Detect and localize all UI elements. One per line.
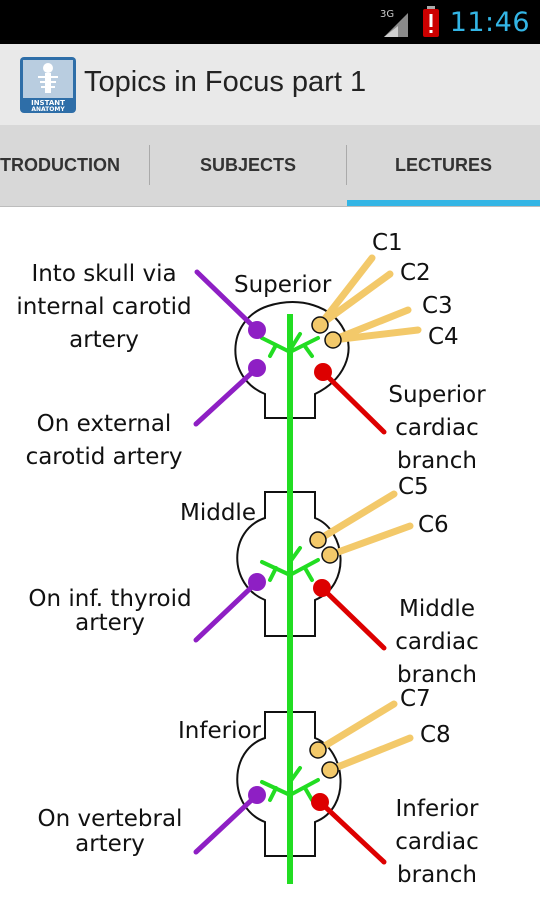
rami-nodes: [309, 316, 342, 779]
tab-bar: TRODUCTION SUBJECTS LECTURES: [0, 125, 540, 207]
label-superior-ganglion: Superior: [234, 272, 332, 298]
label-inf-thyroid-1: On inf. thyroid: [28, 586, 191, 612]
label-external-carotid-1: On external: [37, 411, 172, 437]
label-inf-thyroid-2: artery: [75, 610, 145, 636]
clock: 11:46: [449, 6, 530, 38]
label-inferior-ganglion: Inferior: [178, 718, 262, 744]
label-c3: C3: [422, 293, 453, 319]
app-icon-label-1: INSTANT: [31, 99, 65, 107]
label-middle-cardiac-3: branch: [397, 662, 477, 688]
label-superior-cardiac-1: Superior: [388, 382, 486, 408]
label-inferior-cardiac-1: Inferior: [396, 796, 480, 822]
label-c2: C2: [400, 260, 431, 286]
app-icon-label-2: ANATOMY: [31, 106, 65, 113]
label-c7: C7: [400, 686, 431, 712]
tab-divider: [346, 145, 347, 185]
label-inferior-cardiac-2: cardiac: [395, 829, 479, 855]
label-c8: C8: [420, 722, 451, 748]
status-bar: 3G 11:46: [0, 0, 540, 44]
signal-icon: 3G: [380, 9, 408, 37]
label-inferior-cardiac-3: branch: [397, 862, 477, 888]
arterial-branches: [193, 269, 260, 855]
tab-subjects[interactable]: SUBJECTS: [199, 155, 297, 175]
label-middle-cardiac-1: Middle: [399, 596, 475, 622]
app-icon[interactable]: INSTANT ANATOMY: [20, 57, 76, 113]
action-bar: INSTANT ANATOMY Topics in Focus part 1: [0, 44, 540, 126]
rami-communicantes: [314, 254, 422, 774]
label-internal-carotid-1: Into skull via: [31, 261, 176, 287]
label-middle-ganglion: Middle: [180, 500, 256, 526]
cardiac-branch-nodes: [311, 363, 332, 811]
label-external-carotid-2: carotid artery: [26, 444, 183, 470]
label-internal-carotid-3: artery: [69, 327, 139, 353]
label-c4: C4: [428, 324, 459, 350]
label-internal-carotid-2: internal carotid: [16, 294, 191, 320]
label-superior-cardiac-3: branch: [397, 448, 477, 474]
label-c1: C1: [372, 230, 403, 256]
label-c5: C5: [398, 474, 429, 500]
cardiac-branches: [317, 369, 387, 865]
app-title: Topics in Focus part 1: [84, 66, 367, 98]
tab-lectures[interactable]: LECTURES: [394, 155, 492, 175]
label-vertebral-1: On vertebral: [38, 806, 183, 832]
tab-divider: [149, 145, 150, 185]
network-type-label: 3G: [380, 9, 394, 20]
ganglion-branches: [256, 326, 320, 802]
tab-introduction[interactable]: TRODUCTION: [0, 155, 120, 175]
label-superior-cardiac-2: cardiac: [395, 415, 479, 441]
tab-selected-indicator: [347, 200, 540, 206]
label-c6: C6: [418, 512, 449, 538]
arterial-branch-nodes: [248, 321, 266, 804]
battery-alert-icon: [422, 6, 439, 37]
status-icons: 3G 11:46: [378, 0, 530, 44]
sympathetic-chain-diagram: Superior Middle Inferior C1 C2 C3 C4 C5 …: [16, 230, 486, 888]
label-middle-cardiac-2: cardiac: [395, 629, 479, 655]
label-vertebral-2: artery: [75, 831, 145, 857]
